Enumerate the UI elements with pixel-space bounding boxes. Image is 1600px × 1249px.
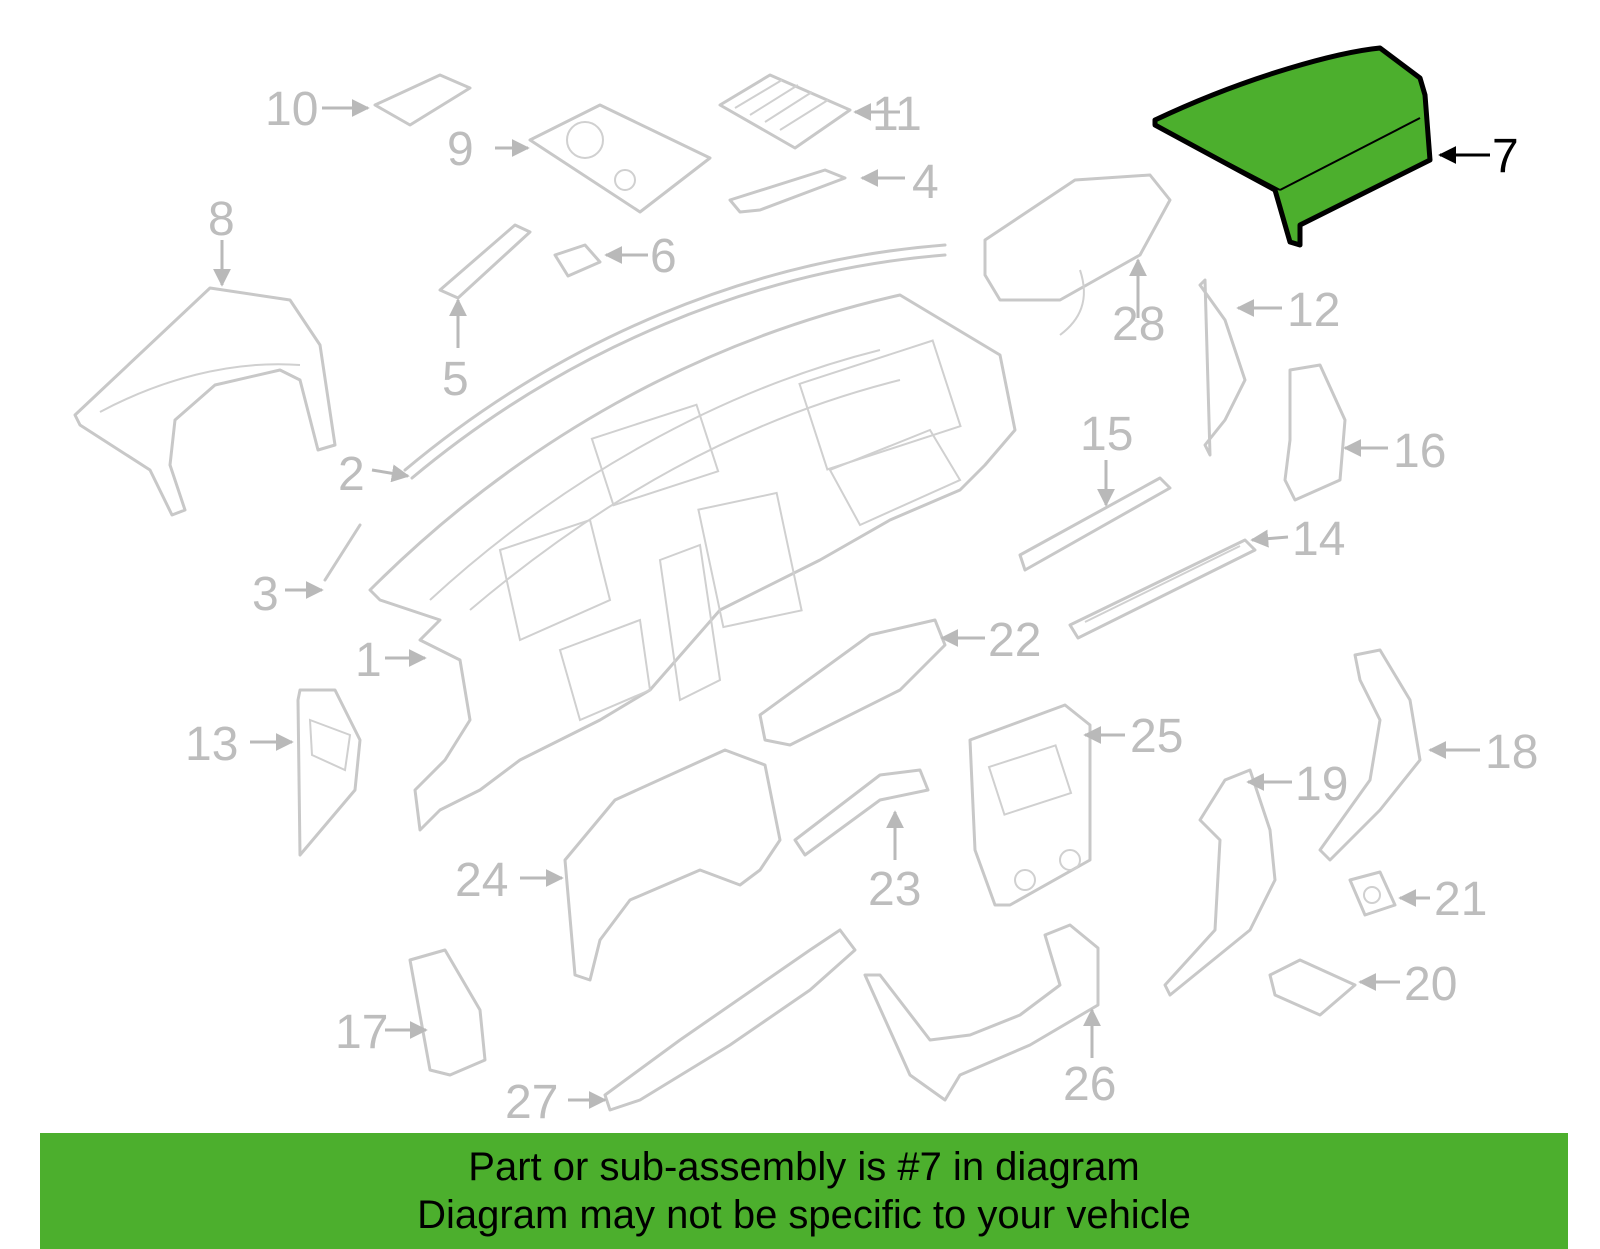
callout-21: 21	[1434, 873, 1487, 926]
part-24-lower-panel	[563, 748, 782, 982]
callout-28: 28	[1112, 298, 1165, 351]
callout-25: 25	[1130, 710, 1183, 763]
part-25-center-stack	[968, 703, 1092, 907]
callout-1: 1	[355, 634, 382, 687]
banner-line-1: Part or sub-assembly is #7 in diagram	[468, 1145, 1140, 1189]
part-18-long-trim	[1318, 648, 1422, 862]
part-19-center-trim	[1163, 768, 1277, 997]
part-27-glovebox-trim	[603, 928, 857, 1112]
part-22-bezel	[758, 618, 947, 747]
callout-27: 27	[505, 1076, 558, 1129]
parts-diagram: 10 9 11 4 6 5 8 2 3 1 13 7 28 12 16 15 1…	[73, 45, 1538, 1129]
callout-13: 13	[185, 718, 238, 771]
callout-7: 7	[1492, 130, 1519, 183]
part-28-airbag	[983, 173, 1172, 336]
callout-4: 4	[912, 156, 939, 209]
callout-22: 22	[988, 614, 1041, 667]
part-1-instrument-panel	[368, 293, 1017, 832]
part-8-cluster-hood	[73, 286, 337, 517]
part-21-knob	[1348, 870, 1397, 917]
callout-20: 20	[1404, 958, 1457, 1011]
callout-16: 16	[1393, 425, 1446, 478]
part-20-small-box	[1268, 958, 1357, 1017]
part-15-trim-panel	[1018, 476, 1172, 572]
part-26-console-trim	[863, 923, 1100, 1102]
banner-line-2: Diagram may not be specific to your vehi…	[417, 1193, 1191, 1237]
part-4-trim	[728, 168, 847, 214]
callout-labels: 10 9 11 4 6 5 8 2 3 1 13 7 28 12 16 15 1…	[185, 83, 1538, 1129]
part-5-bracket	[438, 223, 532, 300]
callout-9: 9	[447, 123, 474, 176]
callout-18: 18	[1485, 726, 1538, 779]
part-17-vent	[408, 948, 487, 1077]
part-9-bezel	[528, 103, 712, 214]
part-14-vent-grille	[1068, 538, 1257, 640]
callout-6: 6	[650, 230, 677, 283]
callout-14: 14	[1292, 513, 1345, 566]
callout-2: 2	[338, 448, 365, 501]
part-11-grille	[718, 73, 852, 150]
leader-lines	[213, 99, 1490, 1109]
callout-8: 8	[208, 193, 235, 246]
callout-11: 11	[872, 88, 922, 141]
part-6-clip	[553, 243, 602, 278]
callout-10: 10	[265, 83, 318, 136]
part-16-vent-bezel	[1283, 363, 1347, 502]
part-10-cover	[373, 73, 472, 127]
callout-5: 5	[442, 353, 469, 406]
part-23-handle	[793, 768, 930, 857]
callout-17: 17	[335, 1006, 388, 1059]
callout-24: 24	[455, 854, 508, 907]
callout-3: 3	[252, 568, 279, 621]
callout-26: 26	[1063, 1058, 1116, 1111]
callout-19: 19	[1295, 758, 1348, 811]
part-7-top-cover	[1152, 45, 1433, 248]
part-13-side-vent	[296, 688, 362, 857]
part-3-strip	[323, 523, 362, 582]
part-2-defroster-strip	[403, 243, 947, 480]
callout-12: 12	[1287, 284, 1340, 337]
part-12-side-panel	[1198, 278, 1247, 457]
info-banner: Part or sub-assembly is #7 in diagram Di…	[40, 1133, 1568, 1249]
callout-23: 23	[868, 863, 921, 916]
callout-15: 15	[1080, 408, 1133, 461]
